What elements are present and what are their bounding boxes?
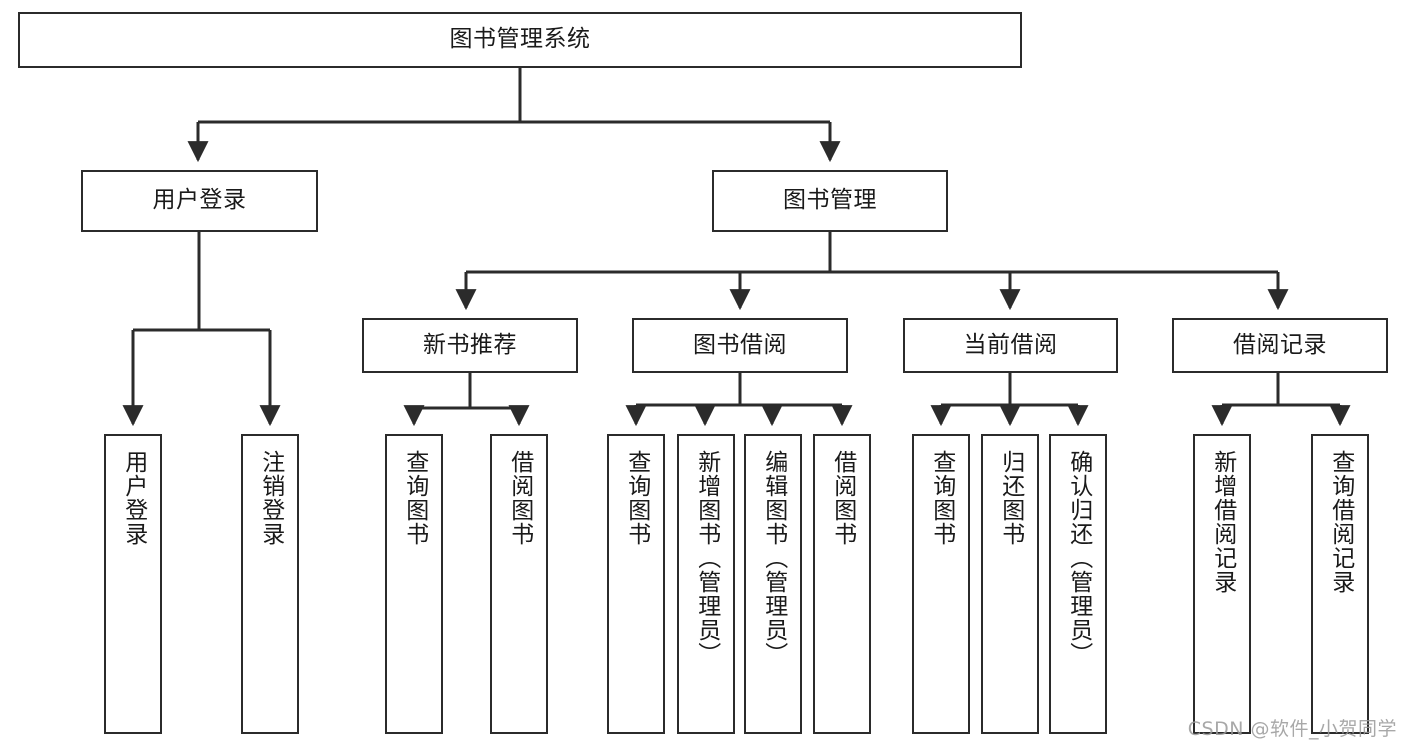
leaf-query-books-recommendation[interactable]: 查询图书	[385, 434, 443, 734]
node-label: 归还图书	[997, 450, 1024, 546]
node-label: 确认归还（管理员）	[1065, 450, 1092, 666]
node-label: 注销登录	[257, 450, 284, 546]
node-user-login[interactable]: 用户登录	[81, 170, 318, 232]
node-label: 查询图书	[401, 450, 428, 546]
node-new-book-recommendation[interactable]: 新书推荐	[362, 318, 578, 373]
node-label: 借阅记录	[1233, 331, 1327, 358]
node-label: 图书管理系统	[449, 26, 591, 53]
csdn-watermark: CSDN @软件_小贺同学	[1187, 718, 1397, 740]
node-borrowing-records[interactable]: 借阅记录	[1172, 318, 1388, 373]
leaf-add-borrowing-record[interactable]: 新增借阅记录	[1193, 434, 1251, 734]
node-label: 新书推荐	[423, 331, 517, 358]
node-label: 编辑图书（管理员）	[760, 450, 787, 666]
leaf-return-books[interactable]: 归还图书	[981, 434, 1039, 734]
leaf-confirm-return-admin[interactable]: 确认归还（管理员）	[1049, 434, 1107, 734]
leaf-add-book-admin[interactable]: 新增图书（管理员）	[677, 434, 735, 734]
node-label: 新增借阅记录	[1209, 450, 1236, 594]
leaf-logout[interactable]: 注销登录	[241, 434, 299, 734]
node-label: 用户登录	[152, 187, 247, 214]
node-label: 用户登录	[120, 450, 147, 546]
node-label: 借阅图书	[506, 450, 533, 546]
leaf-user-login[interactable]: 用户登录	[104, 434, 162, 734]
node-label: 新增图书（管理员）	[693, 450, 720, 666]
node-label: 查询图书	[623, 450, 650, 546]
leaf-borrow-books-recommendation[interactable]: 借阅图书	[490, 434, 548, 734]
node-root-library-management-system[interactable]: 图书管理系统	[18, 12, 1022, 68]
leaf-query-books-borrowing[interactable]: 查询图书	[607, 434, 665, 734]
leaf-query-books-current[interactable]: 查询图书	[912, 434, 970, 734]
node-label: 查询图书	[928, 450, 955, 546]
node-label: 当前借阅	[963, 331, 1058, 358]
node-label: 图书借阅	[693, 331, 787, 358]
node-book-borrowing[interactable]: 图书借阅	[632, 318, 848, 373]
leaf-query-borrowing-record[interactable]: 查询借阅记录	[1311, 434, 1369, 734]
node-book-management[interactable]: 图书管理	[712, 170, 948, 232]
node-label: 借阅图书	[829, 450, 856, 546]
node-label: 图书管理	[783, 187, 877, 214]
node-current-borrowing[interactable]: 当前借阅	[903, 318, 1118, 373]
leaf-edit-book-admin[interactable]: 编辑图书（管理员）	[744, 434, 802, 734]
leaf-borrow-books-borrowing[interactable]: 借阅图书	[813, 434, 871, 734]
node-label: 查询借阅记录	[1327, 450, 1354, 594]
